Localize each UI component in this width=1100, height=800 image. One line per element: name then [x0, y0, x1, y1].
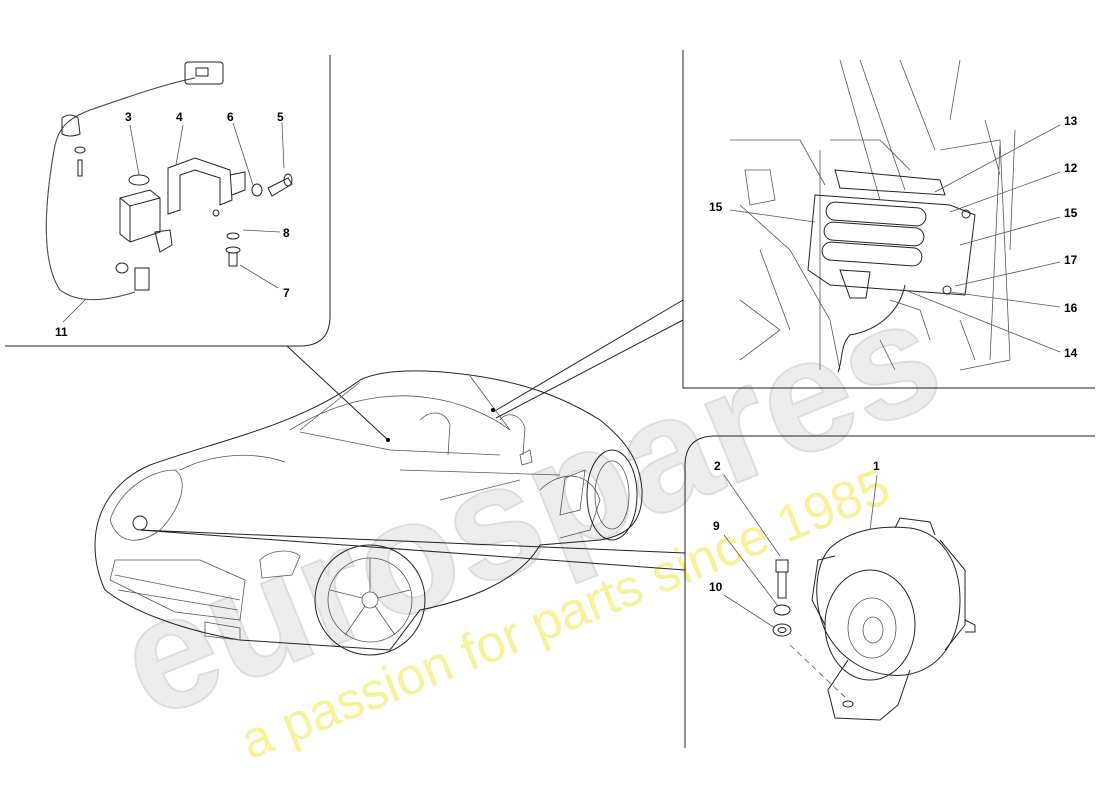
callout-10: 10	[709, 580, 723, 594]
callout-5: 5	[277, 110, 284, 124]
callout-2: 2	[714, 459, 721, 473]
callouts: 1 2 3 4 5 6 7 8 9 10 11 12 13 14 15 15 1…	[55, 110, 1078, 594]
callout-8: 8	[283, 226, 290, 240]
control-unit-drawing	[729, 59, 1061, 373]
siren-drawing	[723, 474, 976, 721]
callout-1: 1	[873, 459, 880, 473]
callout-12: 12	[1064, 161, 1078, 175]
callout-13: 13	[1064, 114, 1078, 128]
panel-border-bottom-right	[684, 435, 1095, 748]
car-drawing	[94, 370, 643, 656]
callout-4: 4	[176, 110, 183, 124]
callout-17: 17	[1064, 253, 1078, 267]
callout-6: 6	[227, 110, 234, 124]
panel-borders	[5, 50, 1095, 748]
panel-border-top-right	[682, 50, 1095, 389]
watermark: eurospares a passion for parts since 198…	[95, 261, 964, 771]
callout-15-left: 15	[709, 200, 723, 214]
callout-9: 9	[713, 519, 720, 533]
sensor-assembly-drawing	[45, 61, 293, 323]
callout-14: 14	[1064, 346, 1078, 360]
callout-15-right: 15	[1064, 206, 1078, 220]
callout-3: 3	[125, 110, 132, 124]
panel-border-top-left	[5, 55, 331, 347]
callout-16: 16	[1064, 301, 1078, 315]
leader-lines	[139, 299, 686, 571]
callout-11: 11	[55, 325, 68, 339]
callout-7: 7	[283, 286, 290, 300]
